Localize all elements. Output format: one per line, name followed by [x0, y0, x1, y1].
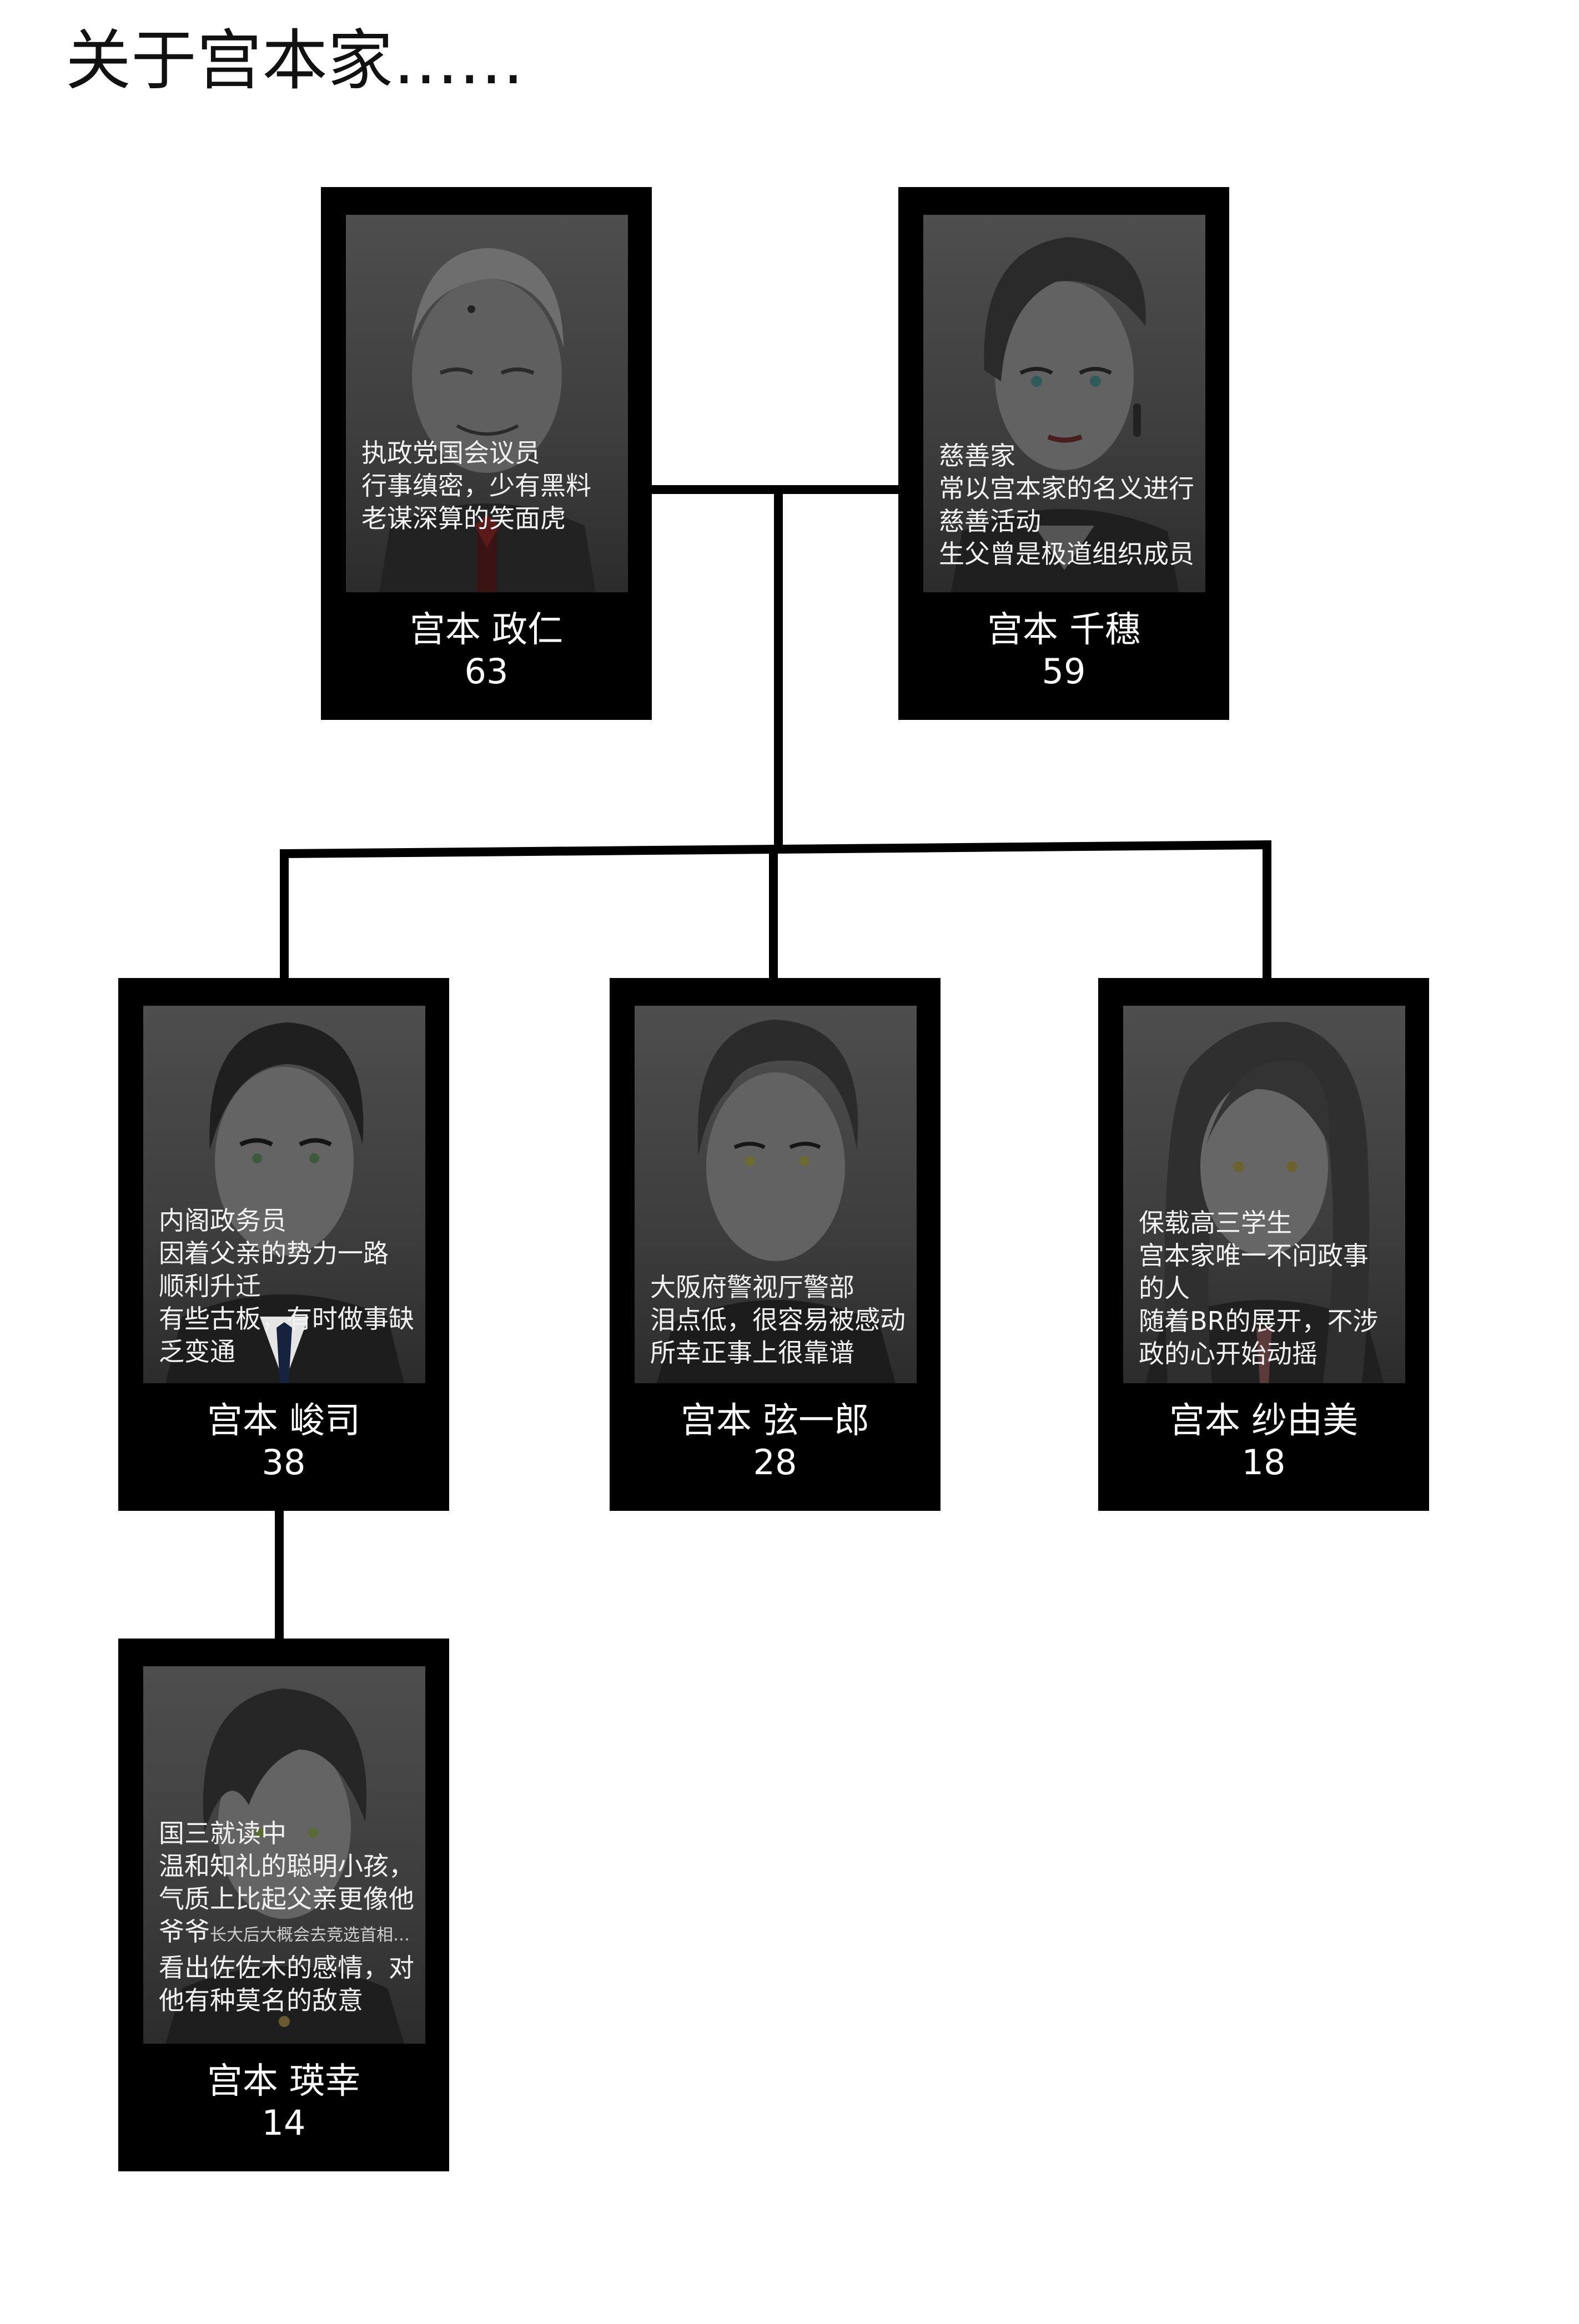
description-sayumi: 保载高三学生 宫本家唯一不问政事 的人 随着BR的展开，不涉 政的心开始动摇: [1139, 1208, 1379, 1369]
portrait-chiho: 慈善家 常以宫本家的名义进行 慈善活动 生父曾是极道组织成员: [923, 215, 1205, 592]
member-card-eiko: 国三就读中 温和知礼的聪明小孩， 气质上比起父亲更像他 爷爷长大后大概会去竞选首…: [118, 1639, 449, 2171]
member-age: 28: [753, 1442, 797, 1483]
member-name: 宫本 纱由美: [1169, 1400, 1359, 1441]
young-man-portrait-icon: [657, 1020, 896, 1383]
member-card-sayumi: 保载高三学生 宫本家唯一不问政事 的人 随着BR的展开，不涉 政的心开始动摇 宫…: [1098, 978, 1429, 1511]
portrait-sayumi: 保载高三学生 宫本家唯一不问政事 的人 随着BR的展开，不涉 政的心开始动摇: [1123, 1006, 1405, 1383]
member-card-masahito: 执政党国会议员 行事缜密，少有黑料 老谋深算的笑面虎 宫本 政仁 63: [321, 187, 652, 720]
page-title: 关于宫本家……: [66, 22, 525, 99]
boy-portrait-icon: [165, 1688, 404, 2044]
description-chiho: 慈善家 常以宫本家的名义进行 慈善活动 生父曾是极道组织成员: [939, 441, 1194, 569]
member-name: 宫本 弦一郎: [680, 1400, 870, 1441]
portrait-genichiro: 大阪府警视厅警部 泪点低，很容易被感动 所幸正事上很靠谱: [635, 1006, 917, 1383]
man-in-suit-portrait-icon: [165, 1022, 404, 1383]
member-card-shunji: 内阁政务员 因着父亲的势力一路 顺利升迁 有些古板，有时做事缺 乏变通 宫本 峻…: [118, 978, 449, 1511]
description-genichiro: 大阪府警视厅警部 泪点低，很容易被感动 所幸正事上很靠谱: [650, 1272, 906, 1368]
member-name: 宫本 千穗: [987, 609, 1141, 651]
description-masahito: 执政党国会议员 行事缜密，少有黑料 老谋深算的笑面虎: [361, 438, 591, 533]
member-age: 63: [464, 651, 509, 692]
description-eiko: 国三就读中 温和知礼的聪明小孩， 气质上比起父亲更像他 爷爷长大后大概会去竞选首…: [159, 1818, 414, 2015]
member-name: 宫本 政仁: [409, 609, 564, 651]
member-name: 宫本 瑛幸: [207, 2061, 361, 2102]
portrait-shunji: 内阁政务员 因着父亲的势力一路 顺利升迁 有些古板，有时做事缺 乏变通: [143, 1006, 425, 1383]
woman-portrait-icon: [951, 237, 1179, 592]
description-line: 爷爷: [159, 1917, 210, 1947]
member-age: 38: [262, 1442, 306, 1483]
portrait-masahito: 执政党国会议员 行事缜密，少有黑料 老谋深算的笑面虎: [346, 215, 628, 592]
schoolgirl-portrait-icon: [1145, 1022, 1384, 1383]
member-age: 59: [1042, 651, 1086, 692]
portrait-eiko: 国三就读中 温和知礼的聪明小孩， 气质上比起父亲更像他 爷爷长大后大概会去竞选首…: [143, 1666, 425, 2044]
member-age: 14: [262, 2103, 306, 2143]
member-age: 18: [1241, 1442, 1286, 1483]
member-name: 宫本 峻司: [207, 1400, 361, 1441]
member-card-chiho: 慈善家 常以宫本家的名义进行 慈善活动 生父曾是极道组织成员 宫本 千穗 59: [898, 187, 1229, 720]
description-shunji: 内阁政务员 因着父亲的势力一路 顺利升迁 有些古板，有时做事缺 乏变通: [159, 1206, 414, 1367]
aside-note: 长大后大概会去竞选首相…: [210, 1925, 410, 1945]
member-card-genichiro: 大阪府警视厅警部 泪点低，很容易被感动 所幸正事上很靠谱 宫本 弦一郎 28: [610, 978, 941, 1511]
elderly-man-portrait-icon: [379, 248, 596, 592]
